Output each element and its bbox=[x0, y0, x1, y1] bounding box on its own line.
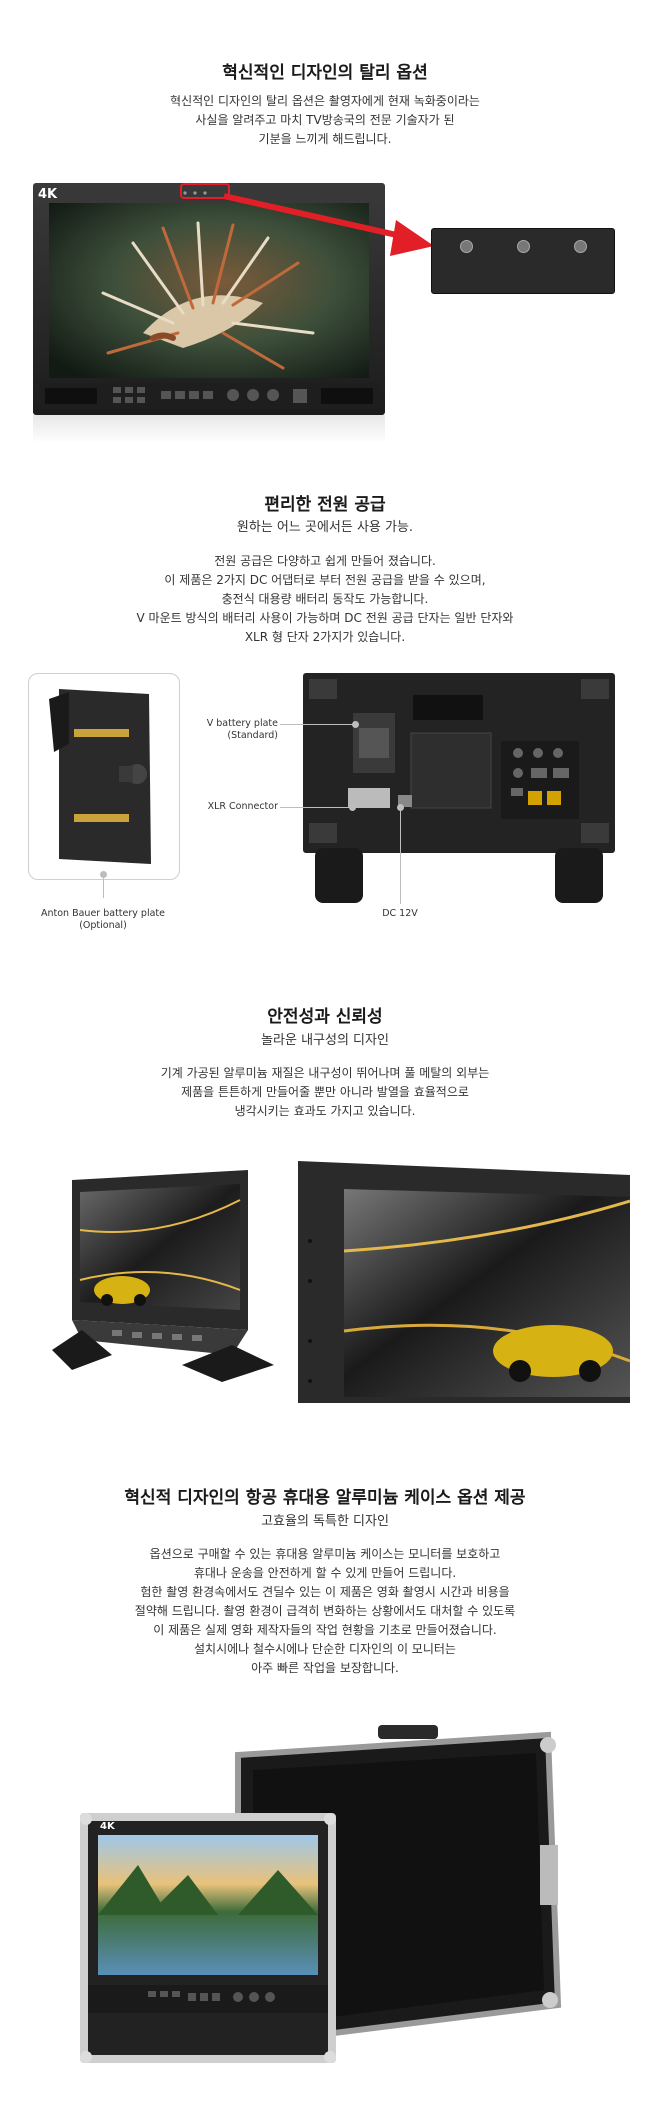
callout-dot bbox=[349, 804, 356, 811]
section-subtitle: 놀라운 내구성의 디자인 bbox=[261, 1033, 389, 1048]
red-arrow-icon bbox=[223, 193, 434, 256]
anton-bauer-label: Anton Bauer battery plate (Optional) bbox=[41, 908, 165, 931]
leader-line bbox=[400, 810, 401, 904]
monitor-closeup-image bbox=[298, 1161, 631, 1403]
section-description: 기계 가공된 알루미늄 재질은 내구성이 뛰어나며 풀 메탈의 외부는 제품을 … bbox=[160, 1066, 490, 1118]
section-title: 혁신적 디자인의 항공 휴대용 알루미늄 케이스 옵션 제공 bbox=[124, 1488, 526, 1508]
callout-dot bbox=[100, 871, 107, 878]
section-title: 안전성과 신뢰성 bbox=[267, 1007, 383, 1027]
callout-dot bbox=[352, 721, 359, 728]
section-description: 혁신적인 디자인의 탈리 옵션은 촬영자에게 현재 녹화중이라는 사실을 알려주… bbox=[170, 94, 480, 146]
section-description: 전원 공급은 다양하고 쉽게 만들어 졌습니다. 이 제품은 2가지 DC 어댑… bbox=[136, 554, 514, 644]
anton-bauer-plate-image bbox=[28, 673, 180, 880]
section-description: 옵션으로 구매할 수 있는 휴대용 알루미늄 케이스는 모니터를 보호하고 휴대… bbox=[134, 1547, 516, 1675]
leader-line bbox=[103, 878, 104, 898]
section-subtitle: 원하는 어느 곳에서든 사용 가능. bbox=[236, 520, 414, 535]
aluminum-case-image: 4K bbox=[78, 1725, 573, 2075]
4k-badge: 4K bbox=[38, 187, 58, 202]
leader-line bbox=[280, 724, 356, 725]
xlr-connector-label: XLR Connector bbox=[207, 801, 278, 812]
section-subtitle: 고효율의 독특한 디자인 bbox=[261, 1514, 389, 1529]
monitor-angled-image: 4K bbox=[52, 1170, 292, 1385]
section-title: 편리한 전원 공급 bbox=[264, 495, 386, 515]
section-title: 혁신적인 디자인의 탈리 옵션 bbox=[222, 63, 428, 83]
4k-badge: 4K bbox=[82, 1170, 96, 1180]
monitor-reflection bbox=[33, 415, 385, 443]
4k-badge: 4K bbox=[100, 1821, 115, 1832]
v-battery-label: V battery plate (Standard) bbox=[206, 718, 278, 741]
leader-line bbox=[280, 807, 352, 808]
tally-zoom-image bbox=[431, 228, 615, 294]
tally-highlight-box bbox=[180, 183, 230, 199]
monitor-back-image bbox=[303, 673, 615, 913]
callout-dot bbox=[397, 804, 404, 811]
dc-12v-label: DC 12V bbox=[382, 908, 418, 919]
monitor-front-image: 4K bbox=[33, 183, 385, 415]
